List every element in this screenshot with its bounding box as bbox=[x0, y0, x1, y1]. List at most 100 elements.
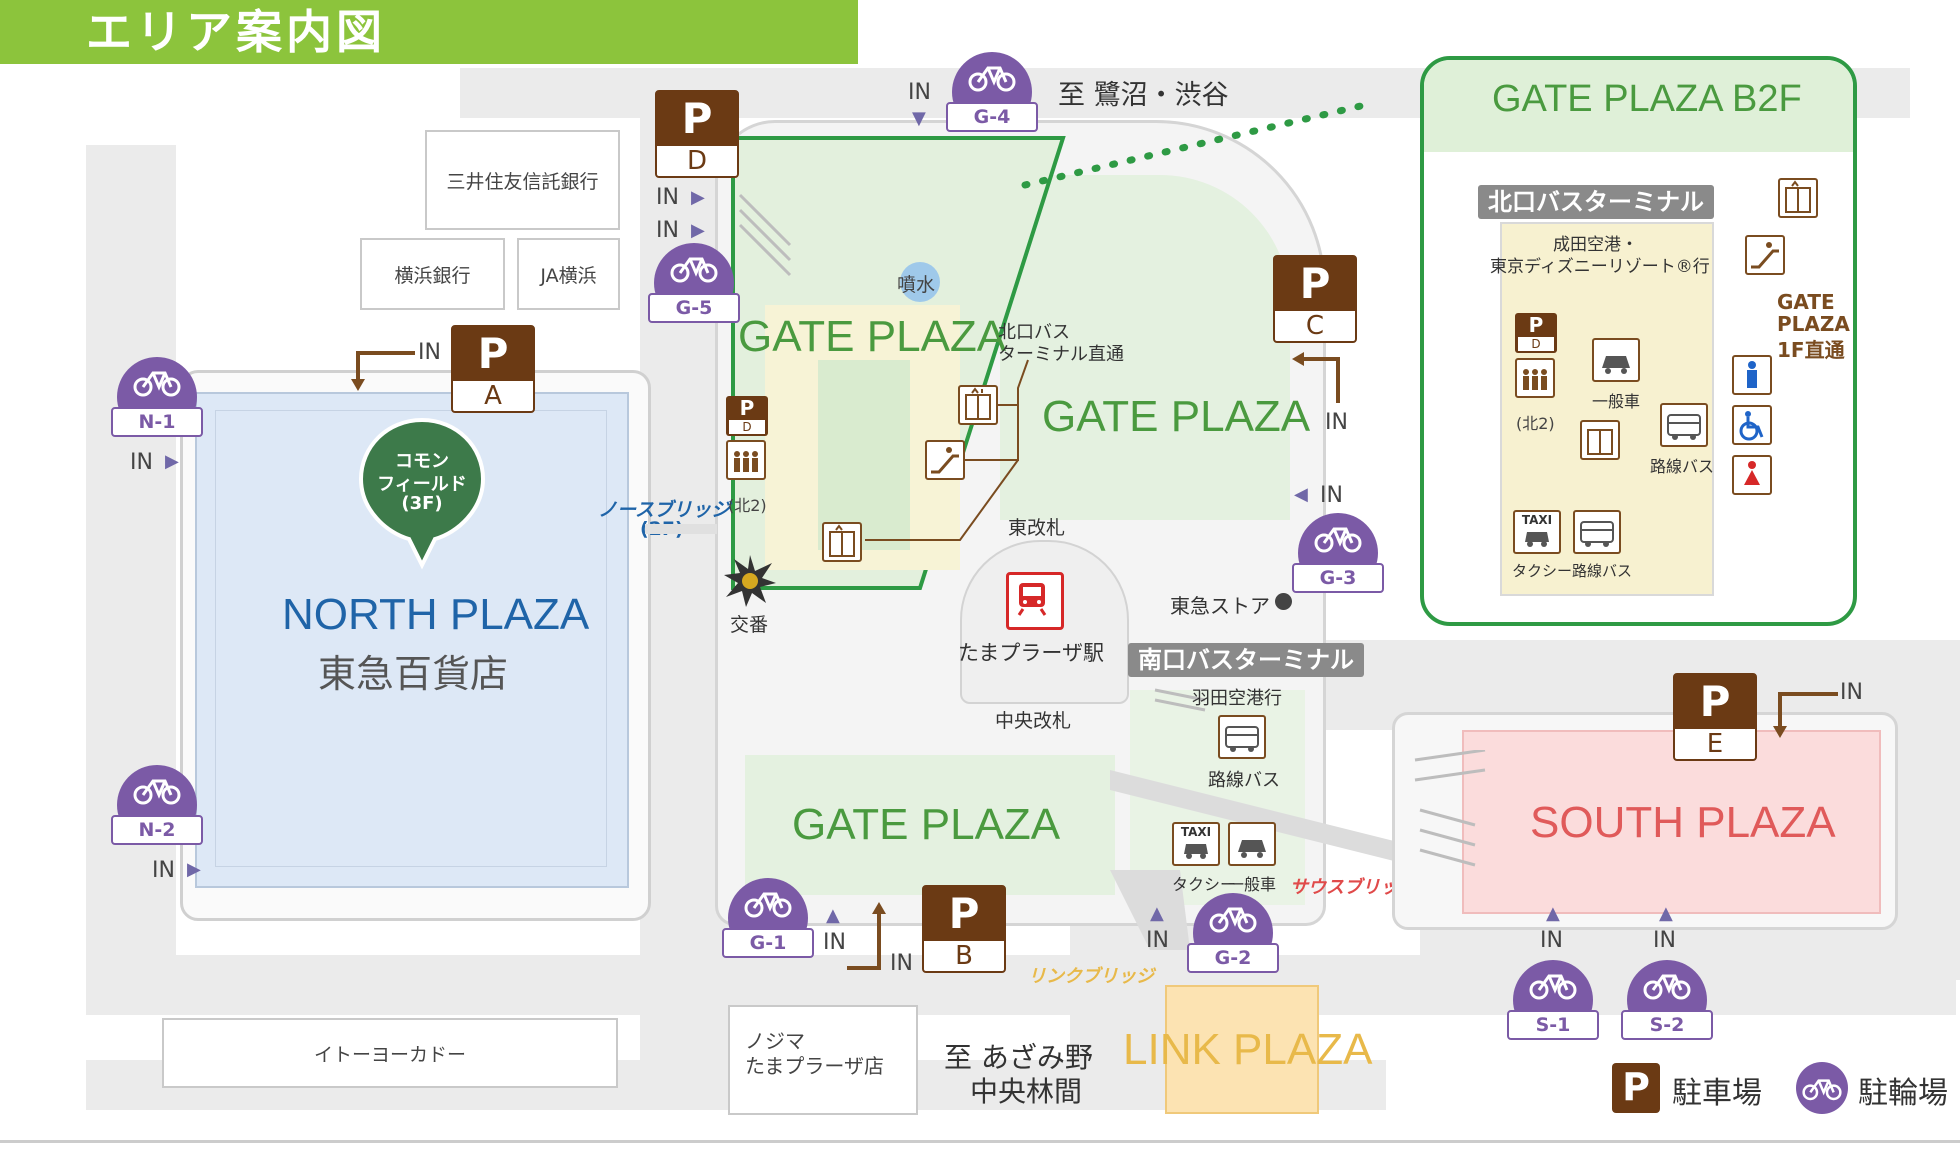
entry-arrow-n1: ▶ bbox=[165, 451, 179, 472]
car-label: 一般車 bbox=[1228, 875, 1277, 894]
bicycle-lot-g2[interactable]: G-2 bbox=[1187, 893, 1279, 985]
bicycle-icon bbox=[1529, 974, 1577, 1000]
people-icon bbox=[726, 440, 766, 480]
parking-a-symbol: P bbox=[477, 329, 509, 378]
gate-plaza-name-east: GATE PLAZA bbox=[1042, 392, 1311, 441]
entry-arrow-d1: ▶ bbox=[691, 187, 705, 208]
parking-lot-b[interactable]: P B bbox=[922, 885, 1006, 973]
entry-arrow-g1: ▲ bbox=[826, 905, 840, 926]
direction-south-2: 中央林間 bbox=[970, 1075, 1083, 1108]
entry-arrow-parking-a bbox=[351, 351, 415, 391]
gate-plaza-name-west: GATE PLAZA bbox=[738, 312, 1007, 361]
link-bridge-label: リンクブリッジ bbox=[1028, 966, 1154, 987]
entry-arrow-s2: ▲ bbox=[1659, 903, 1673, 924]
north-bus-direct-label-2: ターミナル直通 bbox=[998, 344, 1124, 365]
entry-in-g1: IN bbox=[823, 930, 846, 955]
bicycle-lot-g5[interactable]: G-5 bbox=[648, 243, 740, 335]
bicycle-lot-g1[interactable]: G-1 bbox=[722, 878, 814, 970]
tokyu-store-dot bbox=[1275, 593, 1292, 610]
bicycle-icon bbox=[1314, 527, 1362, 553]
bicycle-lot-g4[interactable]: G-4 bbox=[946, 52, 1038, 144]
b2f-car-label: 一般車 bbox=[1592, 392, 1641, 411]
kita2-label: (北2) bbox=[728, 496, 767, 515]
gate-plaza-south-area[interactable] bbox=[745, 755, 1115, 895]
b2f-elevator-icon bbox=[1580, 420, 1620, 460]
parking-c-label: C bbox=[1275, 311, 1355, 341]
parking-lot-e[interactable]: P E bbox=[1673, 673, 1757, 761]
parking-d-label: D bbox=[657, 146, 737, 176]
south-bus-terminal-label: 南口バスターミナル bbox=[1128, 643, 1364, 677]
b2f-women-restroom-icon bbox=[1732, 455, 1772, 495]
bicycle-lot-g3[interactable]: G-3 bbox=[1292, 513, 1384, 605]
entry-in-g3: IN bbox=[1320, 483, 1343, 508]
station-icon[interactable] bbox=[1006, 572, 1064, 630]
bicycle-g1-label: G-1 bbox=[722, 928, 814, 958]
bicycle-lot-n2[interactable]: N-2 bbox=[111, 765, 203, 857]
parking-lot-d[interactable]: P D bbox=[655, 90, 739, 178]
nojima-label-2: たまプラーザ店 bbox=[745, 1054, 884, 1078]
b2f-elevator-icon-2 bbox=[1778, 178, 1818, 218]
bicycle-lot-n1[interactable]: N-1 bbox=[111, 357, 203, 449]
bicycle-icon bbox=[670, 257, 718, 283]
b2f-direct-label-2: PLAZA bbox=[1777, 312, 1850, 336]
header-bar bbox=[0, 0, 858, 64]
parking-lot-c[interactable]: P C bbox=[1273, 255, 1357, 343]
building-nojima bbox=[728, 1005, 918, 1115]
bicycle-s1-label: S-1 bbox=[1507, 1010, 1599, 1040]
building-ito-yokado-label: イトーヨーカドー bbox=[313, 1043, 466, 1066]
link-plaza-name: LINK PLAZA bbox=[1123, 1025, 1373, 1074]
bicycle-g2-label: G-2 bbox=[1187, 943, 1279, 973]
parking-lot-a[interactable]: P A bbox=[451, 325, 535, 413]
bicycle-icon bbox=[1643, 974, 1691, 1000]
elevator-icon bbox=[958, 385, 998, 425]
b2f-mini-parking-d[interactable]: P D bbox=[1515, 313, 1557, 353]
b2f-route-bus-label: 路線バス bbox=[1650, 457, 1715, 476]
parking-e-symbol: P bbox=[1699, 677, 1731, 726]
parking-d-symbol: P bbox=[681, 94, 713, 143]
taxi-icon: TAXI bbox=[1172, 822, 1220, 866]
entry-arrow-s1: ▲ bbox=[1546, 903, 1560, 924]
entry-in-parking-c: IN bbox=[1325, 410, 1348, 435]
direction-north: 至 鷺沼・渋谷 bbox=[1058, 80, 1229, 111]
station-label: たまプラーザ駅 bbox=[958, 641, 1104, 665]
east-gate-label: 東改札 bbox=[1008, 517, 1066, 539]
south-plaza-building[interactable] bbox=[1462, 730, 1881, 914]
bicycle-lot-s2[interactable]: S-2 bbox=[1621, 960, 1713, 1052]
bottom-rule bbox=[0, 1140, 1960, 1143]
b2f-people-icon bbox=[1515, 358, 1555, 398]
police-box-label: 交番 bbox=[730, 614, 769, 636]
link-plaza-building[interactable] bbox=[1165, 985, 1319, 1114]
escalator-icon bbox=[925, 440, 965, 480]
b2f-terminal-label: 北口バスターミナル bbox=[1478, 185, 1714, 219]
entry-arrow-n2: ▶ bbox=[187, 859, 201, 880]
entry-in-d2: IN bbox=[656, 218, 679, 243]
b2f-car-icon bbox=[1592, 338, 1640, 382]
bicycle-g4-label: G-4 bbox=[946, 102, 1038, 132]
south-plaza-name: SOUTH PLAZA bbox=[1530, 798, 1836, 847]
b2f-escalator-icon bbox=[1745, 235, 1785, 275]
bicycle-g3-label: G-3 bbox=[1292, 563, 1384, 593]
route-bus-icon bbox=[1218, 715, 1266, 759]
b2f-destination-1: 成田空港・ bbox=[1553, 235, 1638, 255]
b2f-title: GATE PLAZA B2F bbox=[1492, 78, 1802, 120]
entry-in-parking-b: IN bbox=[890, 951, 913, 976]
route-bus-label: 路線バス bbox=[1208, 770, 1280, 791]
north-bridge-label-1: ノースブリッジ bbox=[598, 499, 731, 521]
bicycle-icon bbox=[968, 66, 1016, 92]
bicycle-icon bbox=[133, 779, 181, 805]
gate-plaza-east-area[interactable] bbox=[1000, 175, 1290, 520]
north-bridge-path bbox=[645, 524, 717, 534]
entry-arrow-g2: ▲ bbox=[1150, 903, 1164, 924]
parking-c-symbol: P bbox=[1299, 259, 1331, 308]
b2f-kita2-label: (北2) bbox=[1516, 414, 1555, 433]
mini-parking-d-label: D bbox=[729, 420, 765, 434]
pin-label-2: フィールド bbox=[377, 474, 467, 495]
bicycle-lot-s1[interactable]: S-1 bbox=[1507, 960, 1599, 1052]
entry-in-parking-e: IN bbox=[1840, 680, 1863, 705]
common-field-pin[interactable]: コモン フィールド (3F) bbox=[357, 415, 487, 580]
parking-b-symbol: P bbox=[948, 889, 980, 938]
building-ja-yokohama: JA横浜 bbox=[517, 238, 620, 310]
mini-parking-d[interactable]: P D bbox=[726, 396, 768, 436]
bicycle-s2-label: S-2 bbox=[1621, 1010, 1713, 1040]
